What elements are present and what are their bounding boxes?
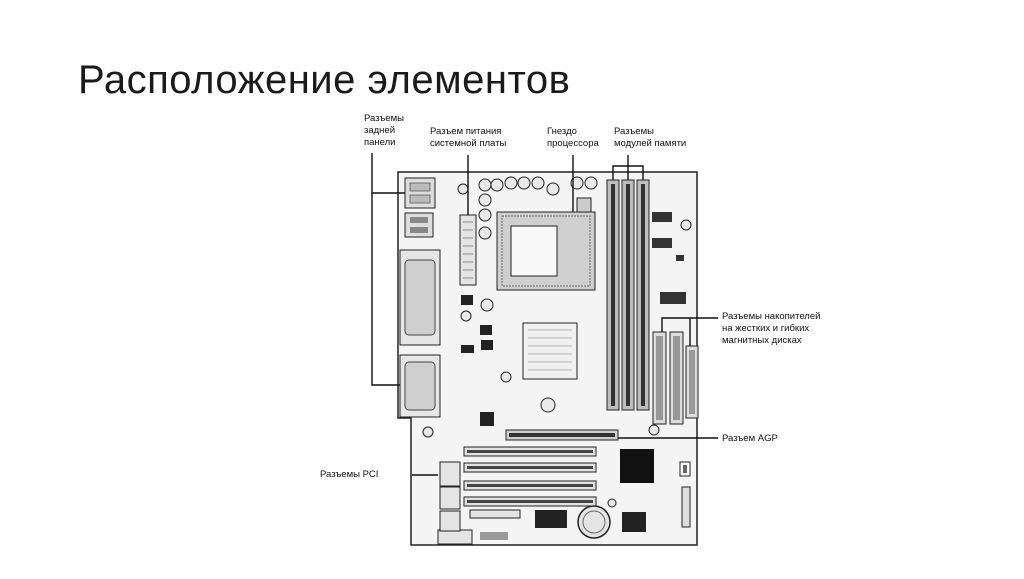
memory-slots bbox=[606, 179, 650, 411]
label-power-line-1: Разъем питания bbox=[430, 126, 502, 137]
label-drives-line-1: Разъемы накопителей bbox=[722, 311, 821, 322]
atx-power-connector bbox=[459, 214, 477, 286]
label-power: Разъем питания системной платы bbox=[430, 126, 506, 150]
label-drives: Разъемы накопителей на жестких и гибких … bbox=[722, 311, 820, 347]
label-rear-panel-line-1: Разъемы bbox=[364, 113, 404, 124]
label-memory-line-1: Разъемы bbox=[614, 126, 654, 137]
label-agp: Разъем AGP bbox=[722, 433, 778, 444]
label-rear-panel: Разъемы задней панели bbox=[364, 113, 404, 149]
label-rear-panel-line-2: задней bbox=[364, 125, 396, 136]
ps2-connector bbox=[404, 177, 436, 209]
label-memory: Разъемы модулей памяти bbox=[614, 126, 686, 150]
slide-title: Расположение элементов bbox=[78, 58, 571, 102]
label-memory-line-2: модулей памяти bbox=[614, 138, 687, 149]
capacitors bbox=[422, 176, 692, 508]
drives-callout bbox=[661, 317, 718, 332]
label-rear-panel-line-3: панели bbox=[364, 137, 396, 148]
northbridge-chip bbox=[522, 322, 578, 380]
label-cpu: Гнездо процессора bbox=[547, 126, 599, 150]
label-cpu-line-2: процессора bbox=[547, 138, 599, 149]
southbridge-chip bbox=[620, 449, 654, 483]
label-power-line-2: системной платы bbox=[430, 138, 507, 149]
label-drives-line-3: магнитных дисках bbox=[722, 335, 802, 346]
rear-panel-callout-2 bbox=[371, 193, 400, 386]
label-cpu-line-1: Гнездо bbox=[547, 126, 577, 137]
pci-slots bbox=[463, 446, 597, 507]
label-drives-line-2: на жестких и гибких bbox=[722, 323, 810, 334]
usb-connector bbox=[404, 212, 434, 238]
label-pci: Разъемы PCI bbox=[320, 469, 379, 480]
